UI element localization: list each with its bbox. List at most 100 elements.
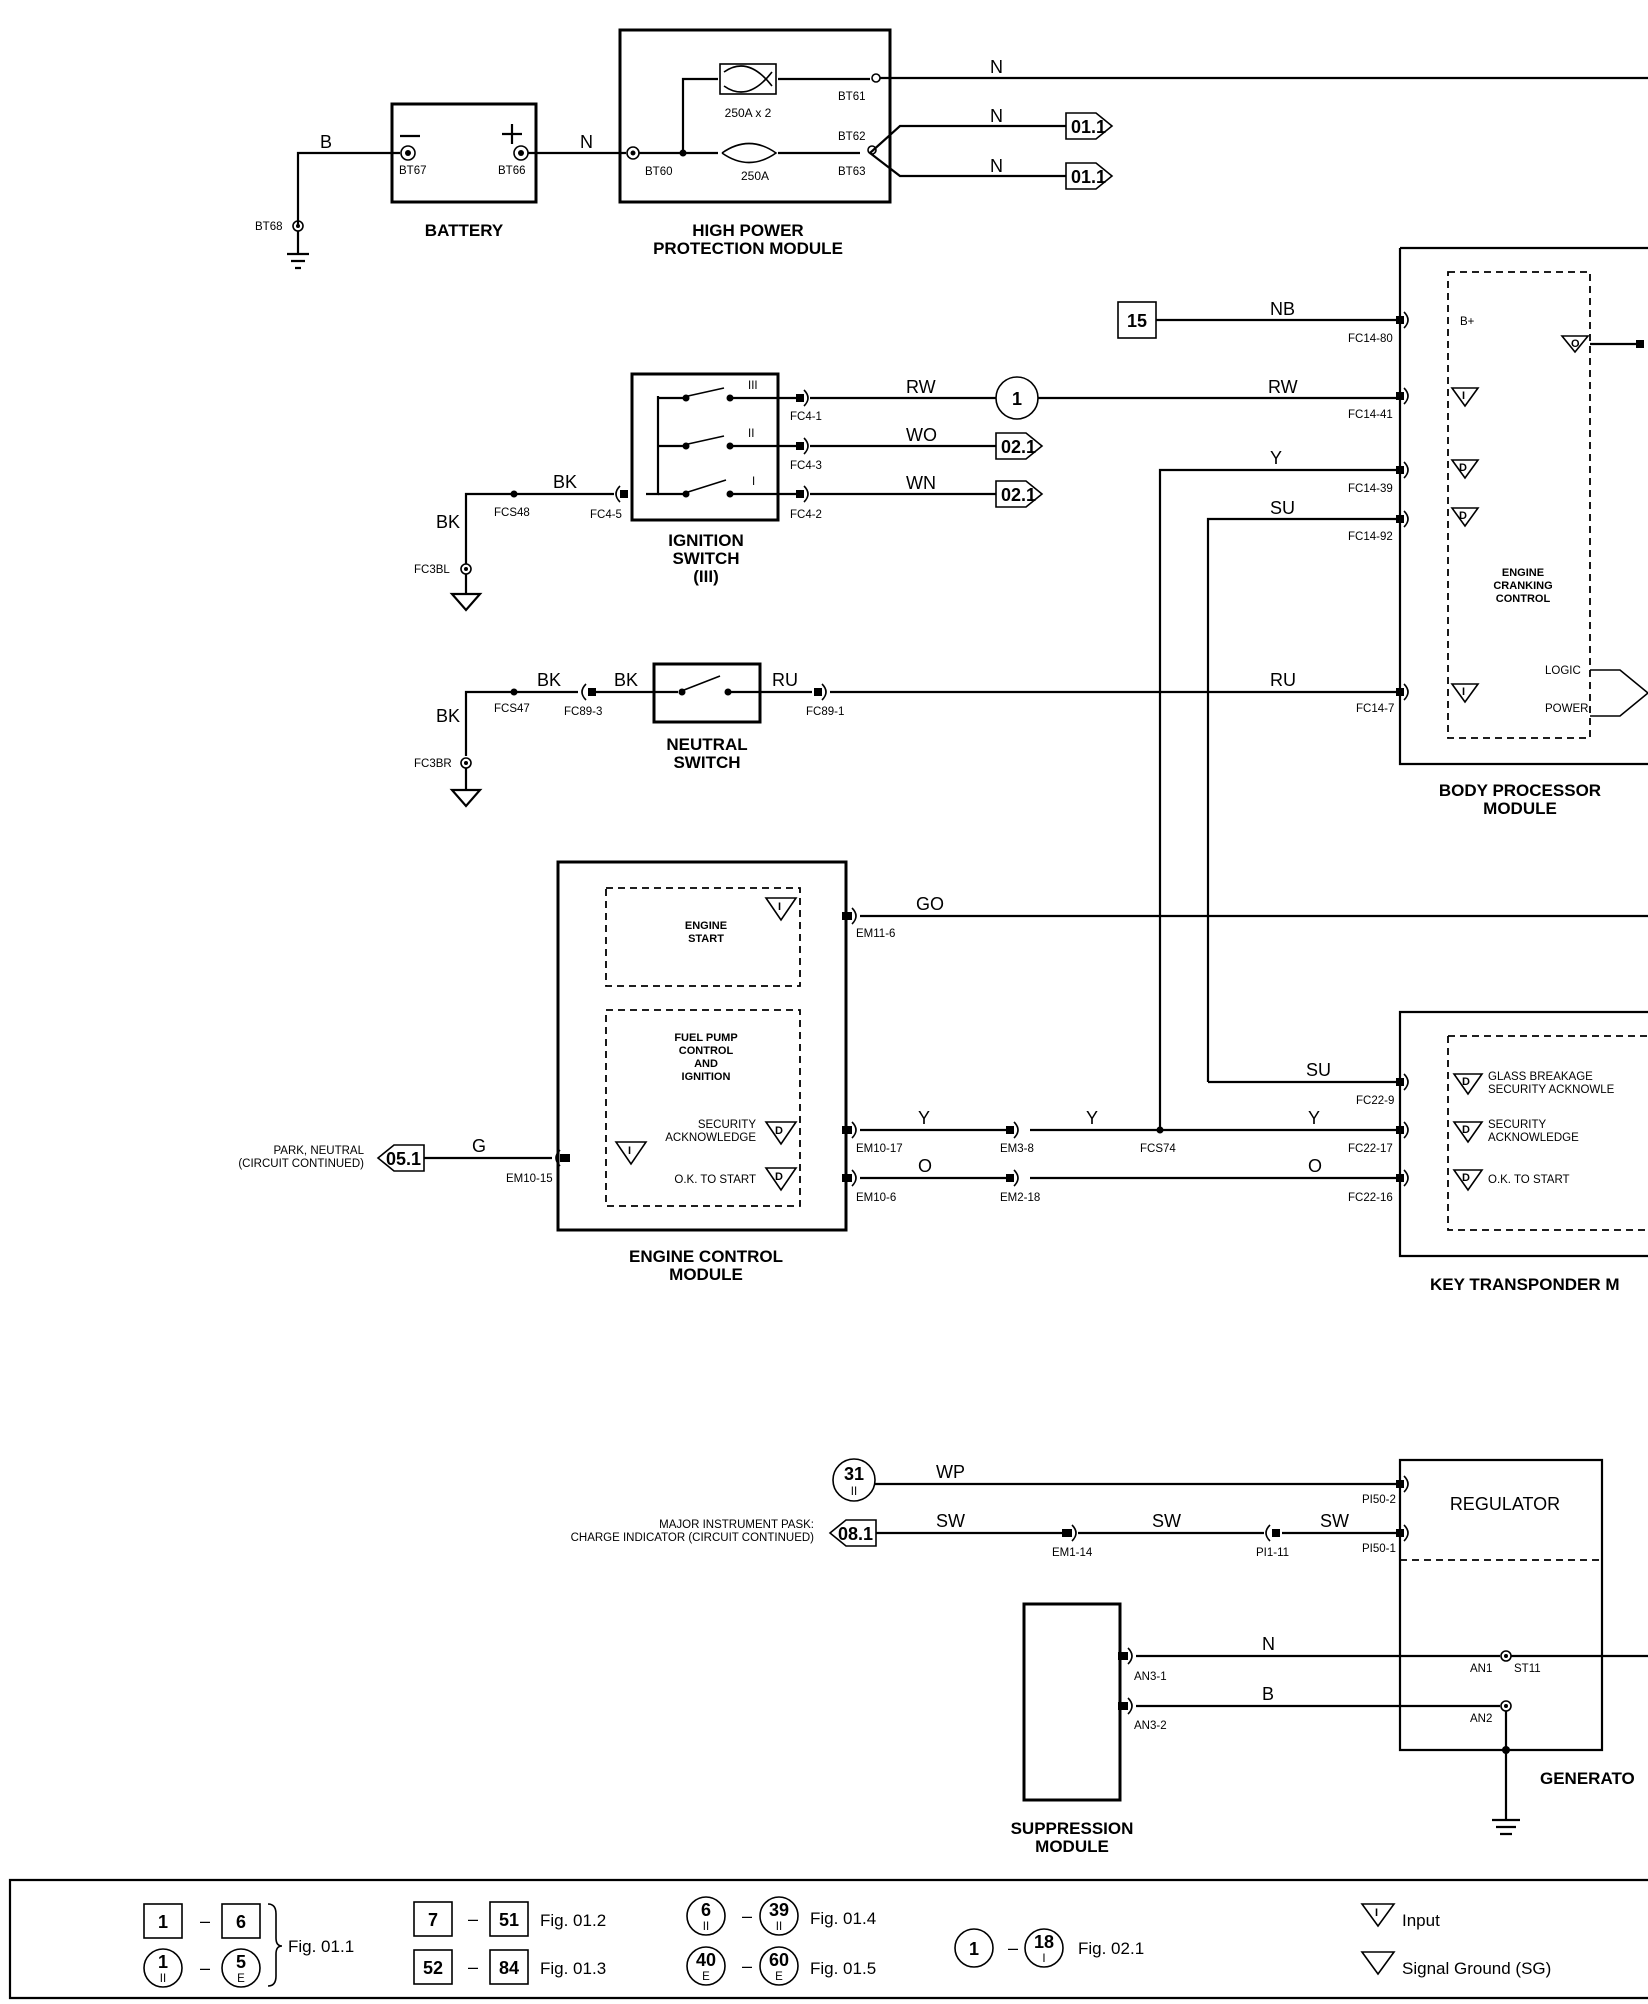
ref-08-1: 08.1: [838, 1524, 873, 1544]
ktm-input-ok: D: [1462, 1172, 1470, 1184]
charge-indicator-1: MAJOR INSTRUMENT PASK:: [659, 1519, 814, 1531]
pin-an3-2: AN3-2: [1134, 1720, 1167, 1732]
pin-bt61: BT61: [838, 91, 866, 103]
wire-label-y-2: Y: [1086, 1108, 1098, 1128]
charge-indicator-2: CHARGE INDICATOR (CIRCUIT CONTINUED): [571, 1532, 815, 1544]
ktm-security-ack-1: SECURITY: [1488, 1119, 1546, 1131]
wire-label-bk-3: BK: [614, 670, 638, 690]
pin-fcs74: FCS74: [1140, 1143, 1176, 1155]
hppm-label-2: PROTECTION MODULE: [653, 239, 843, 258]
ktm-ok-to-start: O.K. TO START: [1488, 1174, 1570, 1186]
ecm-security-ack-1: SECURITY: [698, 1119, 756, 1131]
legend-circ-18: 18: [1034, 1932, 1054, 1952]
ecm-input-g: I: [628, 1145, 631, 1157]
pin-em10-6: EM10-6: [856, 1192, 896, 1204]
wire-label-y-3: Y: [1308, 1108, 1320, 1128]
wire-label-n-battery: N: [580, 132, 593, 152]
pin-em3-8: EM3-8: [1000, 1143, 1034, 1155]
ign-pos-ii: II: [748, 428, 754, 440]
neutral-label-1: NEUTRAL: [666, 735, 747, 754]
fuel-pump-4: IGNITION: [682, 1071, 731, 1083]
legend-circ-40: 40: [696, 1950, 716, 1970]
wire-label-sw-3: SW: [1320, 1511, 1349, 1531]
legend-dash-5: –: [742, 1906, 752, 1926]
wire-label-n-bt63: N: [990, 156, 1003, 176]
legend-box-6: 6: [236, 1912, 246, 1932]
pin-em2-18: EM2-18: [1000, 1192, 1040, 1204]
pin-bt67: BT67: [399, 165, 427, 177]
suppression-box: [1022, 1602, 1122, 1802]
park-neutral-2: (CIRCUIT CONTINUED): [238, 1158, 364, 1170]
legend-circ-1b: 1: [969, 1939, 979, 1959]
battery-label: BATTERY: [425, 221, 504, 240]
pin-fc3bl: FC3BL: [414, 564, 450, 576]
pin-pi1-11: PI1-11: [1256, 1547, 1289, 1559]
bpm-logic: LOGIC: [1545, 665, 1581, 677]
legend-dash-7: –: [1008, 1938, 1018, 1958]
legend-box-7: 7: [428, 1910, 438, 1930]
pin-fc4-2: FC4-2: [790, 509, 822, 521]
wire-label-nb: NB: [1270, 299, 1295, 319]
legend-fig-01-3: Fig. 01.3: [540, 1959, 606, 1978]
pin-fc22-17: FC22-17: [1348, 1143, 1393, 1155]
pin-fc14-7: FC14-7: [1356, 703, 1394, 715]
legend-fig-01-5: Fig. 01.5: [810, 1959, 876, 1978]
neutral-switch: BK FCS47 BK FC3BR FC89-3 BK RU FC89-1 RU…: [414, 662, 1396, 808]
ecm-input-sec: D: [775, 1125, 783, 1137]
pin-an1: AN1: [1470, 1663, 1492, 1675]
pin-fc14-39: FC14-39: [1348, 483, 1393, 495]
body-processor-module: B+ O ENGINE CRANKING CONTROL LOGIC POWER…: [1348, 246, 1648, 818]
ignition-label-3: (III): [693, 567, 719, 586]
wire-label-rw-2: RW: [1268, 377, 1298, 397]
ref-02-1-a: 02.1: [1001, 437, 1036, 457]
wire-label-go: GO: [916, 894, 944, 914]
legend-dash-3: –: [468, 1909, 478, 1929]
ign-pos-iii: III: [748, 380, 758, 392]
engine-cranking-1: ENGINE: [1502, 567, 1544, 579]
legend-dash-1: –: [200, 1911, 210, 1931]
ignition-label-2: SWITCH: [672, 549, 739, 568]
suppression-label-2: MODULE: [1035, 1837, 1109, 1856]
bpm-label-1: BODY PROCESSOR: [1439, 781, 1601, 800]
bpm-power: POWER: [1545, 703, 1588, 715]
wire-label-su-ktm: SU: [1306, 1060, 1331, 1080]
bpm-input-ru: I: [1462, 686, 1465, 698]
wire-label-b-gen: B: [1262, 1684, 1274, 1704]
pin-em11-6: EM11-6: [856, 928, 895, 940]
ktm-security-ack-2: ACKNOWLEDGE: [1488, 1132, 1579, 1144]
wire-label-rw-1: RW: [906, 377, 936, 397]
legend-box-1: 1: [158, 1912, 168, 1932]
ecm-label-2: MODULE: [669, 1265, 743, 1284]
ecm-box: [556, 860, 848, 1232]
bpm-input-y: D: [1459, 462, 1467, 474]
pin-pi50-2: PI50-2: [1362, 1494, 1396, 1506]
wire-label-sw-2: SW: [1152, 1511, 1181, 1531]
legend-box-51: 51: [499, 1910, 519, 1930]
ecm-label-1: ENGINE CONTROL: [629, 1247, 783, 1266]
ref-01-1-b: 01.1: [1071, 167, 1106, 187]
legend-box-52: 52: [423, 1958, 443, 1978]
key-transponder-module: FC22-9 FC22-17 FC22-16 D D D GLASS BREAK…: [1348, 1010, 1648, 1294]
pin-em10-17: EM10-17: [856, 1143, 903, 1155]
legend-circ-60: 60: [769, 1950, 789, 1970]
legend-dash-2: –: [200, 1958, 210, 1978]
engine-cranking-2: CRANKING: [1493, 580, 1552, 592]
wire-label-bk-1: BK: [553, 472, 577, 492]
legend-fig-01-1: Fig. 01.1: [288, 1937, 354, 1956]
suppression-module: AN3-1 AN3-2 N B SUPPRESSION MODULE: [1011, 1602, 1500, 1856]
pin-fc4-1: FC4-1: [790, 411, 822, 423]
pin-fc22-16: FC22-16: [1348, 1192, 1393, 1204]
legend-circ-6: 6: [701, 1900, 711, 1920]
legend-signal-ground: Signal Ground (SG): [1402, 1959, 1551, 1978]
legend: 1 – 6 1 II – 5 E Fig. 01.1 7 – 51 Fig. 0…: [8, 1878, 1648, 2000]
pin-fc14-41: FC14-41: [1348, 409, 1393, 421]
pin-bt68: BT68: [255, 221, 283, 233]
pin-fc14-80: FC14-80: [1348, 333, 1393, 345]
fuel-pump-2: CONTROL: [679, 1045, 734, 1057]
wire-label-bk-2: BK: [537, 670, 561, 690]
wire-label-bk-1v: BK: [436, 512, 460, 532]
ref-31-sub: II: [851, 1486, 857, 1498]
ref-05-1: 05.1: [386, 1149, 421, 1169]
wire-label-o-1: O: [918, 1156, 932, 1176]
